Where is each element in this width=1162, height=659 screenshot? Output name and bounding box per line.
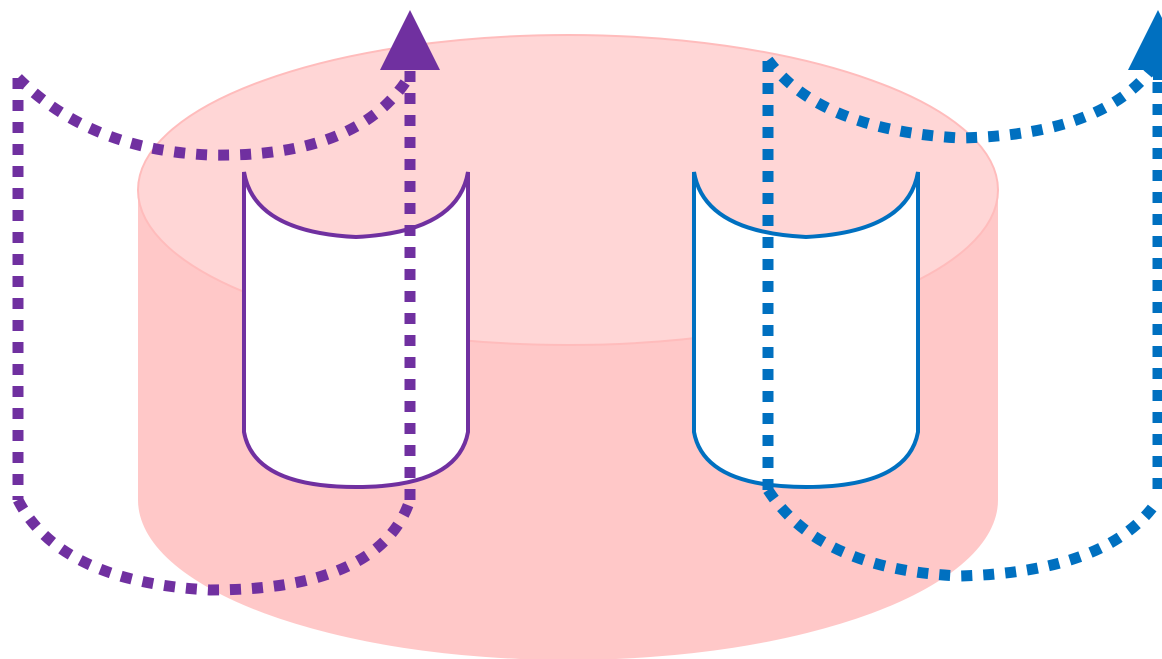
left-loop-bottom-arc: [13, 497, 416, 596]
left-dotted-loop: [12, 10, 440, 596]
right-dotted-loop: [762, 10, 1162, 582]
right-loop-bottom-arc: [763, 486, 1162, 582]
right-hole: [692, 171, 920, 490]
right-loop-top-arc: [763, 56, 1162, 144]
left-loop-top-arc: [14, 72, 415, 161]
right-hole-body: [692, 171, 920, 490]
